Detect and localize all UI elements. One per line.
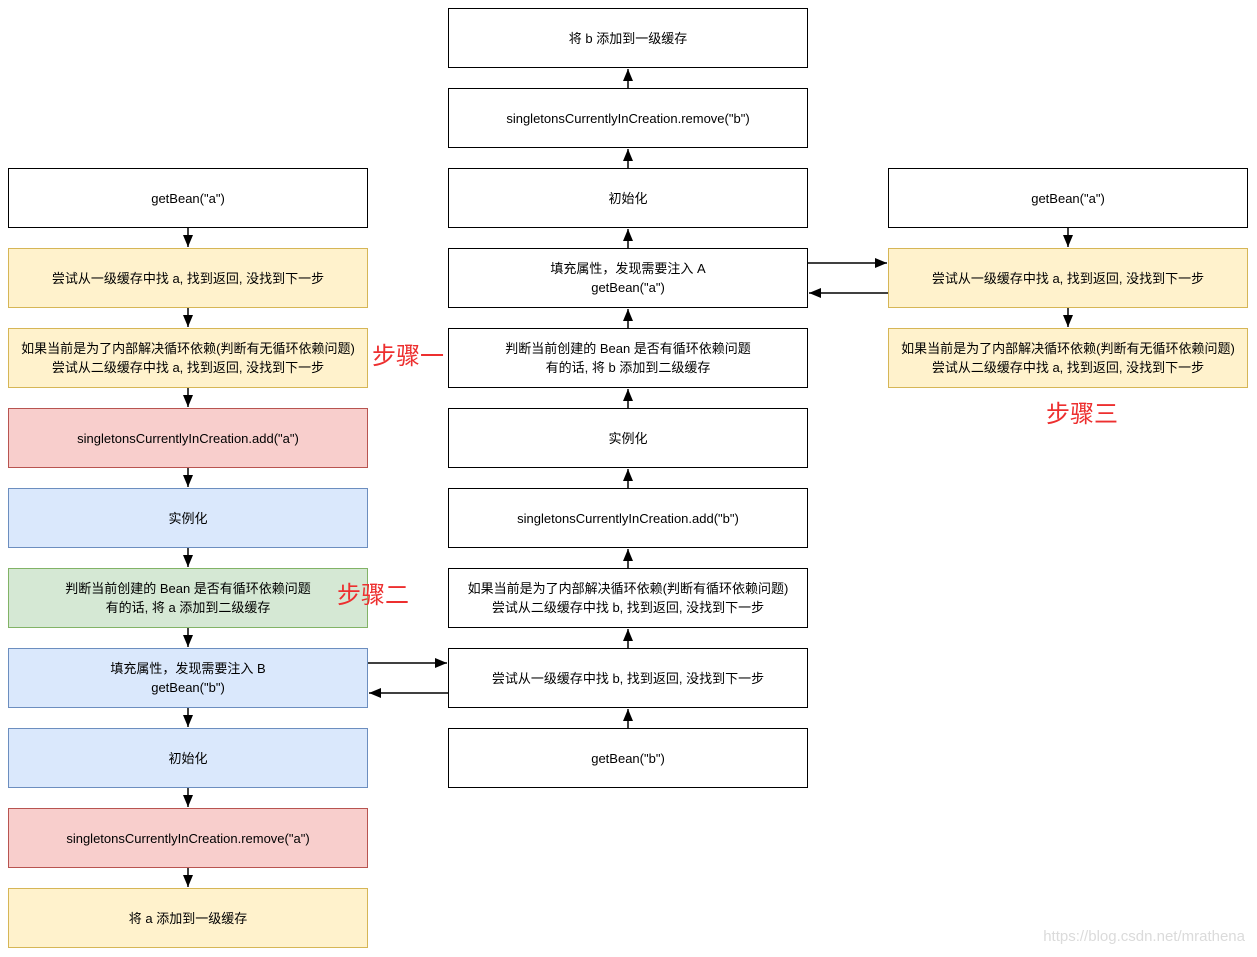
node-text: 实例化 bbox=[168, 510, 208, 526]
node-creation-add-a: singletonsCurrentlyInCreation.add("a") bbox=[8, 408, 368, 468]
node-text: singletonsCurrentlyInCreation.add("a") bbox=[77, 430, 299, 446]
node-text: 如果当前是为了内部解决循环依赖(判断有无循环依赖问题) bbox=[21, 341, 355, 356]
step-1-label: 步骤一 bbox=[372, 343, 444, 370]
node-text: getBean("a") bbox=[1031, 190, 1105, 206]
node-text: 尝试从二级缓存中找 a, 找到返回, 没找到下一步 bbox=[931, 360, 1205, 375]
node-text: singletonsCurrentlyInCreation.remove("a"… bbox=[66, 830, 310, 846]
node-creation-remove-b: singletonsCurrentlyInCreation.remove("b"… bbox=[448, 88, 808, 148]
node-getbean-b: getBean("b") bbox=[448, 728, 808, 788]
node-text: getBean("b") bbox=[591, 750, 665, 766]
node-text: 实例化 bbox=[608, 430, 648, 446]
node-text: 尝试从二级缓存中找 b, 找到返回, 没找到下一步 bbox=[491, 600, 765, 615]
node-text: 填充属性，发现需要注入 B bbox=[110, 661, 266, 676]
node-add-b-to-l1-cache: 将 b 添加到一级缓存 bbox=[448, 8, 808, 68]
node-add-a-to-l1-cache: 将 a 添加到一级缓存 bbox=[8, 888, 368, 948]
node-getbean-a-again: getBean("a") bbox=[888, 168, 1248, 228]
node-text: 尝试从二级缓存中找 a, 找到返回, 没找到下一步 bbox=[51, 360, 325, 375]
node-creation-remove-a: singletonsCurrentlyInCreation.remove("a"… bbox=[8, 808, 368, 868]
node-text: 尝试从一级缓存中找 b, 找到返回, 没找到下一步 bbox=[491, 670, 765, 686]
node-text: 有的话, 将 a 添加到二级缓存 bbox=[105, 600, 271, 615]
watermark-url: https://blog.csdn.net/mrathena bbox=[1043, 928, 1245, 945]
node-text: getBean("b") bbox=[151, 680, 225, 695]
node-initialize-b: 初始化 bbox=[448, 168, 808, 228]
node-check-circular-b: 判断当前创建的 Bean 是否有循环依赖问题 有的话, 将 b 添加到二级缓存 bbox=[448, 328, 808, 388]
node-text: 初始化 bbox=[608, 190, 648, 206]
node-check-circular-a: 判断当前创建的 Bean 是否有循环依赖问题 有的话, 将 a 添加到二级缓存 bbox=[8, 568, 368, 628]
node-try-l1-cache-a-again: 尝试从一级缓存中找 a, 找到返回, 没找到下一步 bbox=[888, 248, 1248, 308]
node-text: 将 b 添加到一级缓存 bbox=[568, 30, 688, 46]
node-creation-add-b: singletonsCurrentlyInCreation.add("b") bbox=[448, 488, 808, 548]
node-text: 如果当前是为了内部解决循环依赖(判断有循环依赖问题) bbox=[467, 581, 789, 596]
node-text: 有的话, 将 b 添加到二级缓存 bbox=[545, 360, 711, 375]
node-text: getBean("a") bbox=[591, 280, 665, 295]
step-2-label: 步骤二 bbox=[337, 582, 409, 609]
node-text: 初始化 bbox=[168, 750, 208, 766]
node-text: 将 a 添加到一级缓存 bbox=[128, 910, 248, 926]
node-try-l1-cache-a: 尝试从一级缓存中找 a, 找到返回, 没找到下一步 bbox=[8, 248, 368, 308]
node-text: 尝试从一级缓存中找 a, 找到返回, 没找到下一步 bbox=[931, 270, 1205, 286]
node-instantiate-a: 实例化 bbox=[8, 488, 368, 548]
node-text: 填充属性，发现需要注入 A bbox=[550, 261, 706, 276]
node-getbean-a: getBean("a") bbox=[8, 168, 368, 228]
node-text: 尝试从一级缓存中找 a, 找到返回, 没找到下一步 bbox=[51, 270, 325, 286]
step-3-label: 步骤三 bbox=[1046, 401, 1118, 428]
node-initialize-a: 初始化 bbox=[8, 728, 368, 788]
node-try-l2-cache-b: 如果当前是为了内部解决循环依赖(判断有循环依赖问题) 尝试从二级缓存中找 b, … bbox=[448, 568, 808, 628]
node-text: 判断当前创建的 Bean 是否有循环依赖问题 bbox=[65, 581, 311, 596]
node-text: singletonsCurrentlyInCreation.remove("b"… bbox=[506, 110, 750, 126]
node-text: 如果当前是为了内部解决循环依赖(判断有无循环依赖问题) bbox=[901, 341, 1235, 356]
node-try-l1-cache-b: 尝试从一级缓存中找 b, 找到返回, 没找到下一步 bbox=[448, 648, 808, 708]
node-text: getBean("a") bbox=[151, 190, 225, 206]
node-populate-inject-b: 填充属性，发现需要注入 B getBean("b") bbox=[8, 648, 368, 708]
node-try-l2-cache-a-again: 如果当前是为了内部解决循环依赖(判断有无循环依赖问题) 尝试从二级缓存中找 a,… bbox=[888, 328, 1248, 388]
node-text: 判断当前创建的 Bean 是否有循环依赖问题 bbox=[505, 341, 751, 356]
node-instantiate-b: 实例化 bbox=[448, 408, 808, 468]
node-text: singletonsCurrentlyInCreation.add("b") bbox=[517, 510, 739, 526]
node-try-l2-cache-a: 如果当前是为了内部解决循环依赖(判断有无循环依赖问题) 尝试从二级缓存中找 a,… bbox=[8, 328, 368, 388]
node-populate-inject-a: 填充属性，发现需要注入 A getBean("a") bbox=[448, 248, 808, 308]
